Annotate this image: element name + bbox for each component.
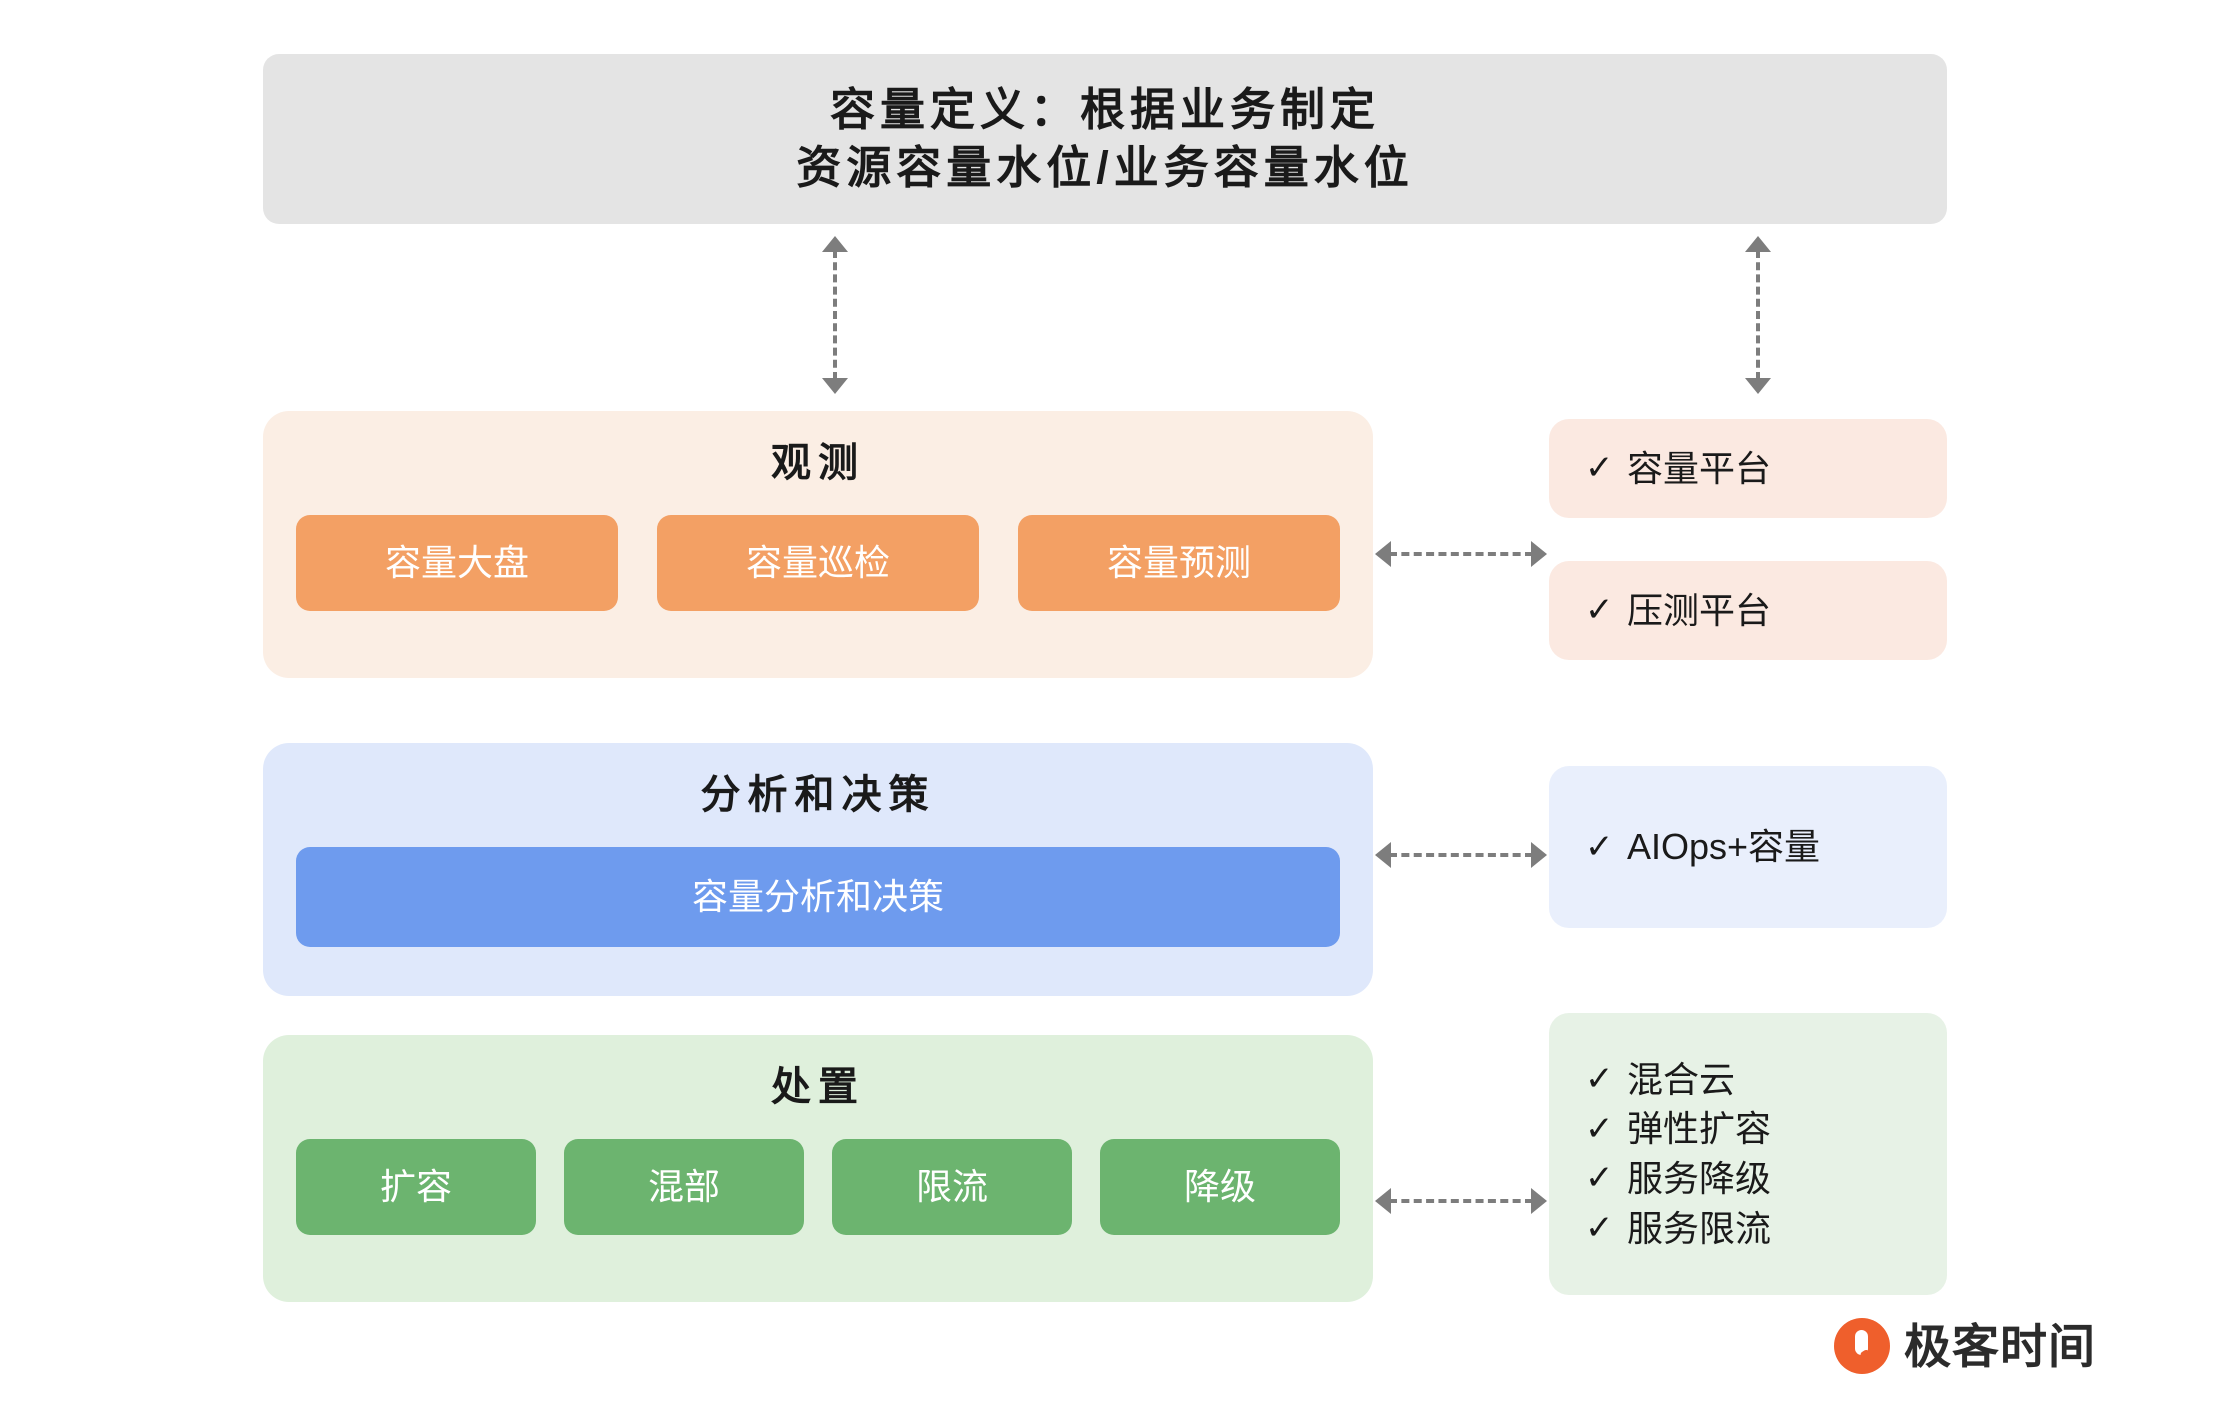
side-item-label: 混合云: [1627, 1058, 1736, 1100]
brand-logo: 极客时间: [1834, 1318, 2096, 1374]
card-disposal-capabilities: ✓ 混合云 ✓ 弹性扩容 ✓ 服务降级 ✓ 服务限流: [1549, 1013, 1947, 1295]
layer-disposal-title: 处置: [771, 1065, 865, 1109]
arrow-up-icon: [822, 236, 848, 252]
check-icon: ✓: [1585, 449, 1614, 488]
layer-disposal-chip-row: 扩容 混部 限流 降级: [263, 1139, 1373, 1235]
connector-disposal-to-capabilities: [1375, 1188, 1547, 1214]
layer-observe: 观测 容量大盘 容量巡检 容量预测: [263, 411, 1373, 678]
chip-rate-limit[interactable]: 限流: [832, 1139, 1072, 1235]
layer-observe-title: 观测: [771, 441, 865, 485]
layer-analysis-decision: 分析和决策 容量分析和决策: [263, 743, 1373, 996]
arrow-left-icon: [1375, 1188, 1391, 1214]
chip-capacity-inspection[interactable]: 容量巡检: [657, 515, 979, 611]
geekbang-logo-icon: [1834, 1318, 1890, 1374]
arrow-down-icon: [1745, 378, 1771, 394]
arrow-left-icon: [1375, 842, 1391, 868]
side-item-label: 容量平台: [1627, 447, 1772, 489]
check-icon: ✓: [1585, 1159, 1614, 1198]
side-item-label: 弹性扩容: [1627, 1108, 1772, 1150]
side-item-label: 压测平台: [1627, 589, 1772, 631]
layer-disposal: 处置 扩容 混部 限流 降级: [263, 1035, 1373, 1302]
dashed-line: [1389, 1199, 1533, 1203]
check-icon: ✓: [1585, 1209, 1614, 1248]
arrow-right-icon: [1531, 842, 1547, 868]
list-item: ✓ 服务限流: [1585, 1204, 1947, 1254]
list-item: ✓ 服务降级: [1585, 1154, 1947, 1204]
check-icon: ✓: [1585, 827, 1614, 866]
check-icon: ✓: [1585, 591, 1614, 630]
side-item-label: AIOps+容量: [1627, 826, 1821, 868]
arrow-right-icon: [1531, 1188, 1547, 1214]
dashed-line: [1389, 552, 1533, 556]
dashed-line: [1389, 853, 1533, 857]
chip-scale-out[interactable]: 扩容: [296, 1139, 536, 1235]
banner-line-1: 容量定义：根据业务制定: [829, 84, 1380, 136]
chip-degrade[interactable]: 降级: [1100, 1139, 1340, 1235]
brand-name: 极客时间: [1904, 1319, 2096, 1373]
layer-observe-chip-row: 容量大盘 容量巡检 容量预测: [263, 515, 1373, 611]
card-aiops-capacity: ✓ AIOps+容量: [1549, 766, 1947, 928]
list-item: ✓ 容量平台: [1585, 444, 1947, 494]
check-icon: ✓: [1585, 1109, 1614, 1148]
capacity-definition-banner: 容量定义：根据业务制定 资源容量水位/业务容量水位: [263, 54, 1947, 224]
check-icon: ✓: [1585, 1060, 1614, 1099]
card-capacity-platform: ✓ 容量平台: [1549, 419, 1947, 518]
list-item: ✓ 压测平台: [1585, 586, 1947, 636]
chip-capacity-forecast[interactable]: 容量预测: [1018, 515, 1340, 611]
arrow-up-icon: [1745, 236, 1771, 252]
layer-analysis-chip-row: 容量分析和决策: [263, 847, 1373, 947]
banner-line-2: 资源容量水位/业务容量水位: [796, 142, 1414, 193]
card-stress-test-platform: ✓ 压测平台: [1549, 561, 1947, 660]
connector-analysis-to-aiops: [1375, 842, 1547, 868]
layer-analysis-title: 分析和决策: [700, 773, 936, 817]
arrow-right-icon: [1531, 541, 1547, 567]
chip-capacity-dashboard[interactable]: 容量大盘: [296, 515, 618, 611]
dashed-line: [1756, 250, 1760, 380]
list-item: ✓ 弹性扩容: [1585, 1104, 1947, 1154]
chip-colocation[interactable]: 混部: [564, 1139, 804, 1235]
chip-capacity-analysis-decision[interactable]: 容量分析和决策: [296, 847, 1340, 947]
side-item-label: 服务降级: [1627, 1158, 1772, 1199]
list-item: ✓ AIOps+容量: [1585, 822, 1947, 872]
arrow-left-icon: [1375, 541, 1391, 567]
connector-banner-to-observe: [822, 236, 848, 394]
list-item: ✓ 混合云: [1585, 1055, 1947, 1105]
dashed-line: [833, 250, 837, 380]
side-item-label: 服务限流: [1627, 1207, 1772, 1249]
arrow-down-icon: [822, 378, 848, 394]
connector-banner-to-capacity-platform: [1745, 236, 1771, 394]
connector-observe-to-platforms: [1375, 541, 1547, 567]
